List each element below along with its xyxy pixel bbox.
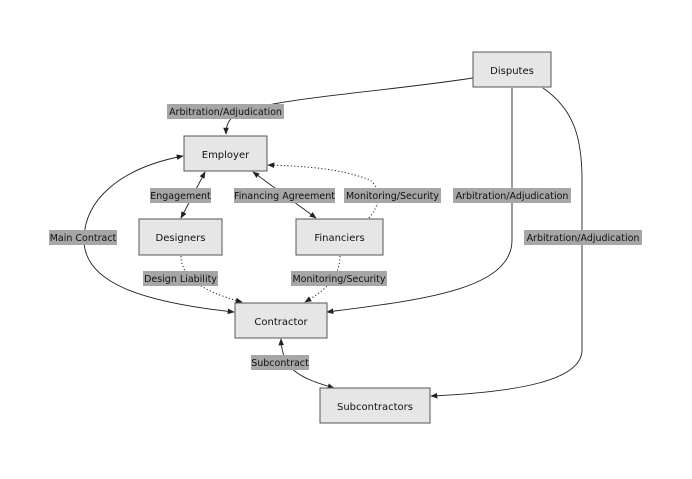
label-monitoring-security-contractor: Monitoring/Security (291, 271, 387, 286)
node-designers: Designers (138, 218, 223, 256)
node-employer-label: Employer (202, 150, 250, 161)
node-designers-label: Designers (156, 233, 206, 244)
node-employer: Employer (183, 135, 268, 172)
edge-disputes-subcontractors (430, 87, 583, 399)
node-financiers-label: Financiers (314, 233, 364, 244)
node-subcontractors: Subcontractors (319, 387, 431, 424)
svg-text:Monitoring/Security: Monitoring/Security (292, 274, 385, 285)
label-arbitration-subcontractors: Arbitration/Adjudication (524, 230, 642, 245)
edge-design-liability (180, 255, 243, 304)
svg-text:Subcontract: Subcontract (251, 358, 309, 369)
svg-text:Design Liability: Design Liability (144, 274, 217, 285)
label-financing-agreement: Financing Agreement (234, 188, 335, 203)
label-subcontract: Subcontract (251, 355, 309, 370)
label-engagement: Engagement (150, 188, 211, 203)
svg-text:Monitoring/Security: Monitoring/Security (346, 191, 439, 202)
edge-disputes-contractor (326, 88, 513, 314)
node-contractor-label: Contractor (254, 317, 308, 328)
label-design-liability: Design Liability (143, 271, 218, 286)
label-main-contract: Main Contract (49, 230, 117, 245)
svg-text:Arbitration/Adjudication: Arbitration/Adjudication (527, 233, 640, 244)
svg-text:Arbitration/Adjudication: Arbitration/Adjudication (456, 191, 569, 202)
edge-subcontract (278, 338, 335, 389)
label-arbitration-contractor: Arbitration/Adjudication (453, 188, 571, 203)
node-subcontractors-label: Subcontractors (337, 402, 413, 413)
node-disputes: Disputes (472, 51, 552, 88)
label-monitoring-security-employer: Monitoring/Security (344, 188, 441, 203)
label-arbitration-employer: Arbitration/Adjudication (167, 104, 284, 119)
svg-text:Main Contract: Main Contract (50, 233, 117, 244)
svg-text:Engagement: Engagement (150, 191, 211, 202)
svg-text:Arbitration/Adjudication: Arbitration/Adjudication (169, 107, 282, 118)
node-disputes-label: Disputes (490, 66, 534, 77)
node-contractor: Contractor (234, 302, 328, 339)
svg-text:Financing Agreement: Financing Agreement (234, 191, 335, 202)
node-financiers: Financiers (295, 218, 384, 256)
